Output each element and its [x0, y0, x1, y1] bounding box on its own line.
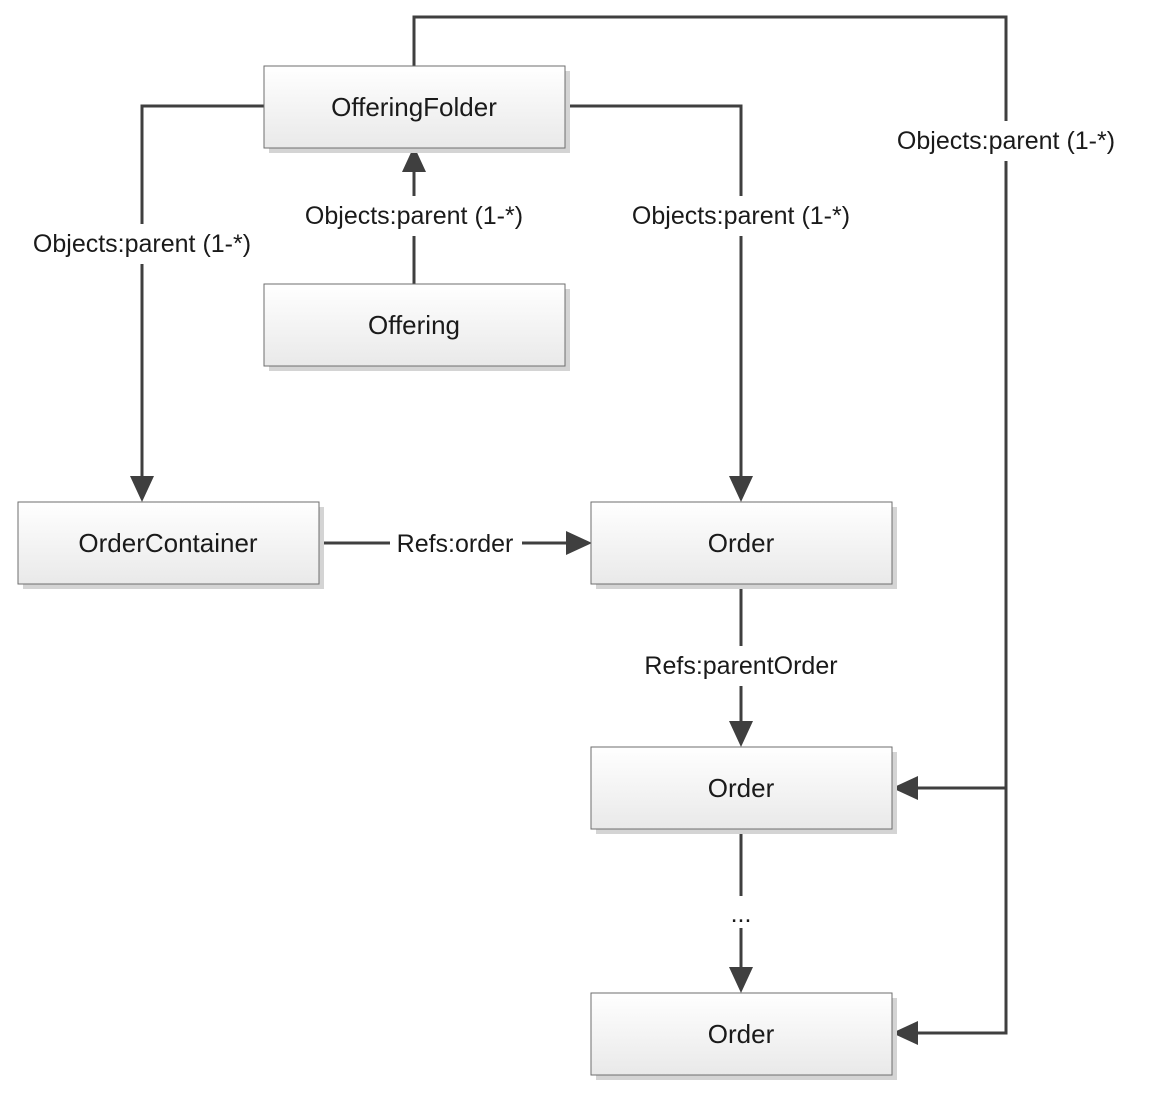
node-label-offering: Offering [368, 310, 460, 340]
edge-folder-to-container-line [140, 104, 264, 478]
edge-label-order-chain-ellipsis: ... [731, 900, 752, 928]
arrowhead-right-order1 [566, 531, 592, 555]
edge-label-folder-to-container: Objects:parent (1-*) [33, 230, 251, 258]
edge-label-folder-to-deep-orders: Objects:parent (1-*) [897, 127, 1115, 155]
node-order-1: Order [590, 501, 897, 589]
edge-label-container-to-order: Refs:order [397, 530, 514, 558]
edge-label-order-to-parent-order: Refs:parentOrder [644, 652, 837, 680]
node-order-container: OrderContainer [17, 501, 324, 589]
edge-folder-to-deep-orders-line [412, 15, 1008, 1035]
arrowhead-down-order2 [729, 721, 753, 747]
node-order-2: Order [590, 746, 897, 834]
arrowhead-up-folder [402, 146, 426, 172]
node-label-order-2: Order [708, 773, 775, 803]
arrowhead-left-order3 [892, 1021, 918, 1045]
node-label-order-container: OrderContainer [78, 528, 258, 558]
node-label-order-1: Order [708, 528, 775, 558]
node-offering-folder: OfferingFolder [263, 65, 570, 153]
arrowhead-down-order1 [729, 476, 753, 502]
node-order-3: Order [590, 992, 897, 1080]
arrowhead-left-order2 [892, 776, 918, 800]
node-offering: Offering [263, 283, 570, 371]
edge-folder-to-order-line [565, 104, 743, 478]
arrowhead-down-order3 [729, 967, 753, 993]
node-label-order-3: Order [708, 1019, 775, 1049]
edge-labels: Objects:parent (1-*) Objects:parent (1-*… [12, 121, 1138, 928]
node-label-offering-folder: OfferingFolder [331, 92, 497, 122]
edge-label-offering-to-folder: Objects:parent (1-*) [305, 202, 523, 230]
edge-label-folder-to-order: Objects:parent (1-*) [632, 202, 850, 230]
arrowhead-down-container [130, 476, 154, 502]
